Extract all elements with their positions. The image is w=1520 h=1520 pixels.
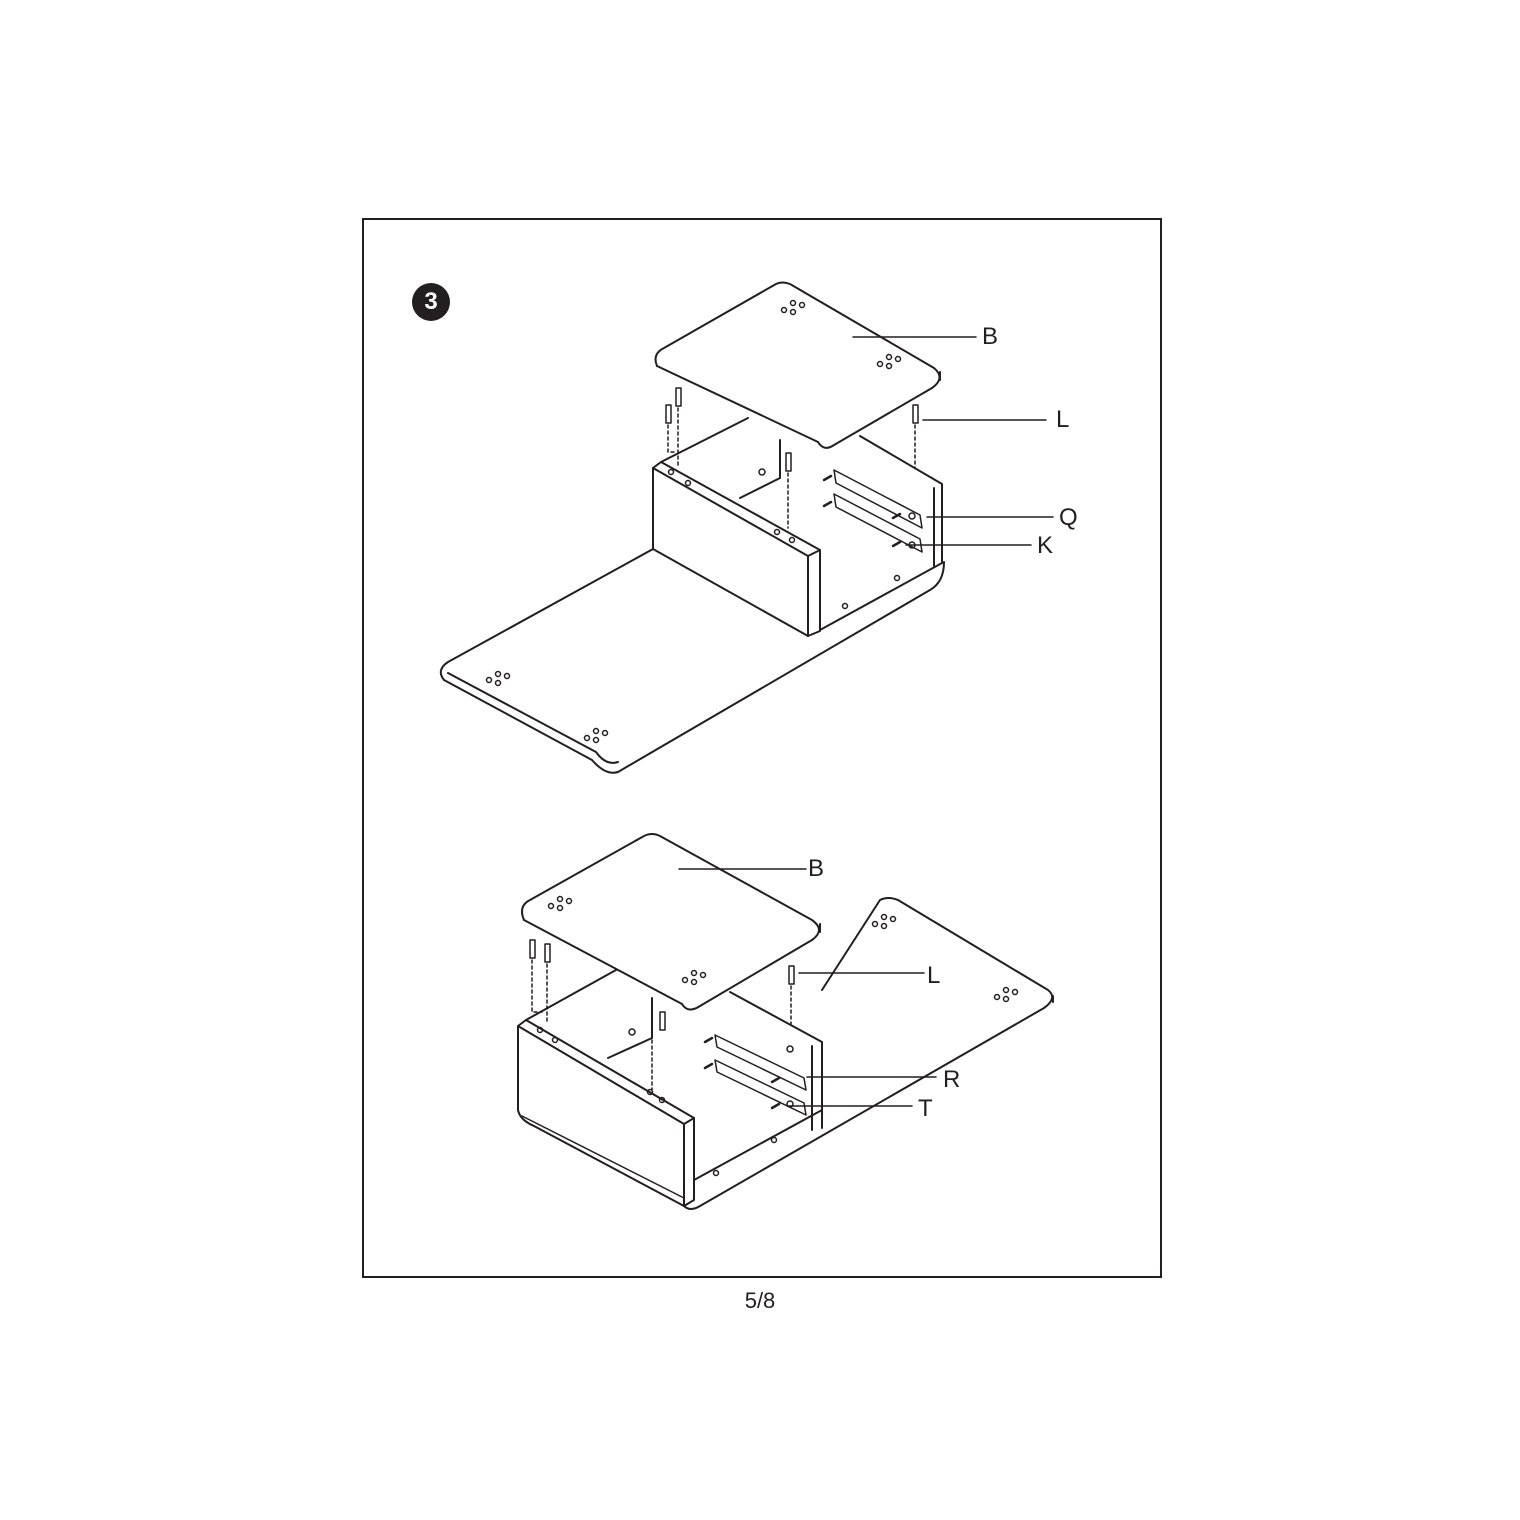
lower-top-panel — [521, 833, 821, 1011]
label-drawer-slide-r: R — [943, 1066, 960, 1093]
upper-divider-panel — [660, 417, 943, 631]
label-dowel-l: L — [927, 962, 940, 989]
upper-right-side-panel — [822, 435, 943, 567]
upper-bottom-panel — [439, 548, 945, 774]
label-screw-k: K — [1037, 532, 1053, 559]
lower-dowels — [529, 939, 795, 1091]
upper-dowels — [665, 387, 919, 529]
lower-assembly: B L R T — [517, 833, 1054, 1210]
lower-left-side-panel — [517, 1019, 695, 1207]
lower-leader-lines — [678, 868, 937, 1107]
upper-left-side-panel — [652, 461, 821, 637]
upper-leader-lines — [852, 336, 1054, 546]
label-top-panel-b: B — [982, 323, 998, 350]
step-number-badge: 3 — [412, 283, 450, 321]
upper-assembly: B L Q K — [439, 281, 1078, 774]
label-screw-t: T — [918, 1095, 933, 1122]
label-dowel-l: L — [1056, 406, 1069, 433]
label-drawer-slide-q: Q — [1059, 504, 1078, 531]
label-top-panel-b: B — [808, 855, 824, 882]
upper-top-panel — [654, 281, 941, 449]
lower-divider-panel — [525, 969, 823, 1181]
lower-bottom-panel — [683, 897, 1054, 1210]
instruction-frame — [362, 218, 1162, 1278]
lower-right-side-panel — [703, 991, 823, 1131]
page-number: 5/8 — [744, 1288, 776, 1313]
